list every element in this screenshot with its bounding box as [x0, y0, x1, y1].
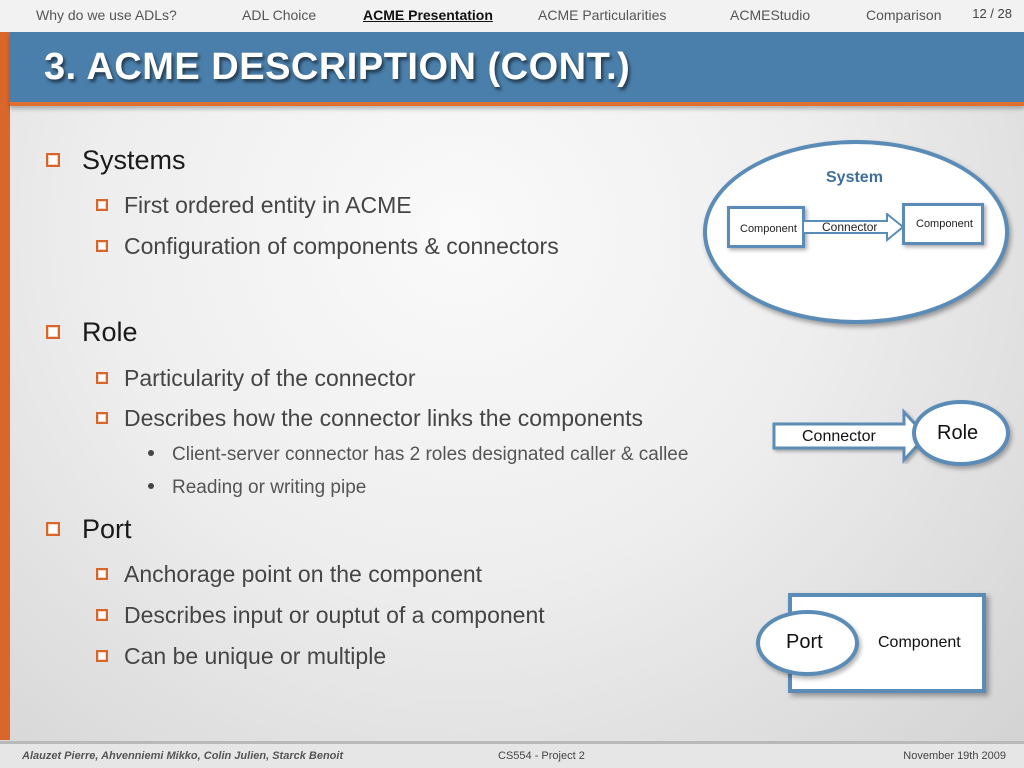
system-diagram-title: System — [826, 169, 883, 186]
dot-bullet-icon — [148, 483, 154, 490]
bullet-systems-item: Configuration of components & connectors — [96, 233, 559, 260]
bullet-text: Role — [82, 317, 138, 347]
footer: Alauzet Pierre, Ahvenniemi Mikko, Colin … — [0, 744, 1024, 768]
system-connector-label: Connector — [822, 220, 878, 234]
role-label: Role — [937, 422, 979, 444]
square-bullet-icon — [96, 199, 108, 212]
square-bullet-icon — [96, 412, 108, 425]
nav-item-acmestudio[interactable]: ACMEStudio — [730, 7, 811, 23]
bullet-text: Systems — [82, 145, 186, 175]
nav-item-why-adls[interactable]: Why do we use ADLs? — [36, 7, 177, 23]
role-ellipse — [912, 400, 1010, 466]
square-bullet-icon — [96, 372, 108, 385]
top-navigation: Why do we use ADLs? ADL Choice ACME Pres… — [0, 0, 1024, 32]
component-label: Component — [916, 218, 973, 230]
bullet-port-item: Anchorage point on the component — [96, 561, 482, 588]
system-component-right: Component — [902, 203, 984, 245]
square-bullet-icon — [46, 324, 60, 339]
port-component-label: Component — [878, 634, 961, 651]
bullet-role-item: Particularity of the connector — [96, 365, 415, 392]
square-bullet-icon — [46, 152, 60, 167]
footer-authors: Alauzet Pierre, Ahvenniemi Mikko, Colin … — [22, 750, 344, 762]
bullet-port: Port — [46, 514, 132, 545]
bullet-port-item: Describes input or ouptut of a component — [96, 602, 545, 629]
footer-date: November 19th 2009 — [903, 750, 1006, 762]
square-bullet-icon — [96, 568, 108, 581]
system-connector-arrow — [803, 213, 905, 243]
bullet-systems-item: First ordered entity in ACME — [96, 192, 412, 219]
component-label: Component — [740, 223, 797, 235]
square-bullet-icon — [96, 240, 108, 253]
bullet-text: Particularity of the connector — [124, 365, 416, 391]
system-component-left: Component — [727, 206, 805, 248]
bullet-role-subitem: Client-server connector has 2 roles desi… — [148, 444, 688, 466]
title-bar: 3. ACME DESCRIPTION (CONT.) — [10, 32, 1024, 106]
bullet-text: First ordered entity in ACME — [124, 192, 412, 218]
nav-item-comparison[interactable]: Comparison — [866, 7, 942, 23]
bullet-text: Client-server connector has 2 roles desi… — [172, 444, 689, 465]
bullet-text: Reading or writing pipe — [172, 477, 367, 498]
footer-course: CS554 - Project 2 — [498, 750, 585, 762]
square-bullet-icon — [46, 521, 60, 536]
bullet-text: Port — [82, 514, 132, 544]
port-ellipse — [756, 610, 859, 676]
nav-item-adl-choice[interactable]: ADL Choice — [242, 7, 317, 23]
nav-item-acme-particularities[interactable]: ACME Particularities — [538, 7, 667, 23]
bullet-text: Can be unique or multiple — [124, 643, 387, 669]
bullet-role-subitem: Reading or writing pipe — [148, 477, 366, 499]
role-connector-label: Connector — [802, 428, 876, 445]
bullet-text: Describes how the connector links the co… — [124, 405, 644, 431]
bullet-text: Anchorage point on the component — [124, 561, 483, 587]
bullet-text: Describes input or ouptut of a component — [124, 602, 545, 628]
bullet-role-item: Describes how the connector links the co… — [96, 405, 643, 432]
bullet-role: Role — [46, 317, 138, 348]
port-label: Port — [786, 631, 823, 653]
nav-item-acme-presentation[interactable]: ACME Presentation — [363, 7, 493, 23]
page-count: 12 / 28 — [972, 6, 1012, 21]
role-connector-arrow — [772, 408, 929, 464]
bullet-text: Configuration of components & connectors — [124, 233, 559, 259]
dot-bullet-icon — [148, 450, 154, 457]
square-bullet-icon — [96, 650, 108, 663]
bullet-port-item: Can be unique or multiple — [96, 643, 386, 670]
slide-title: 3. ACME DESCRIPTION (CONT.) — [44, 46, 631, 88]
left-accent-bar — [0, 32, 10, 740]
footer-divider — [0, 741, 1024, 744]
bullet-systems: Systems — [46, 145, 186, 176]
square-bullet-icon — [96, 609, 108, 622]
